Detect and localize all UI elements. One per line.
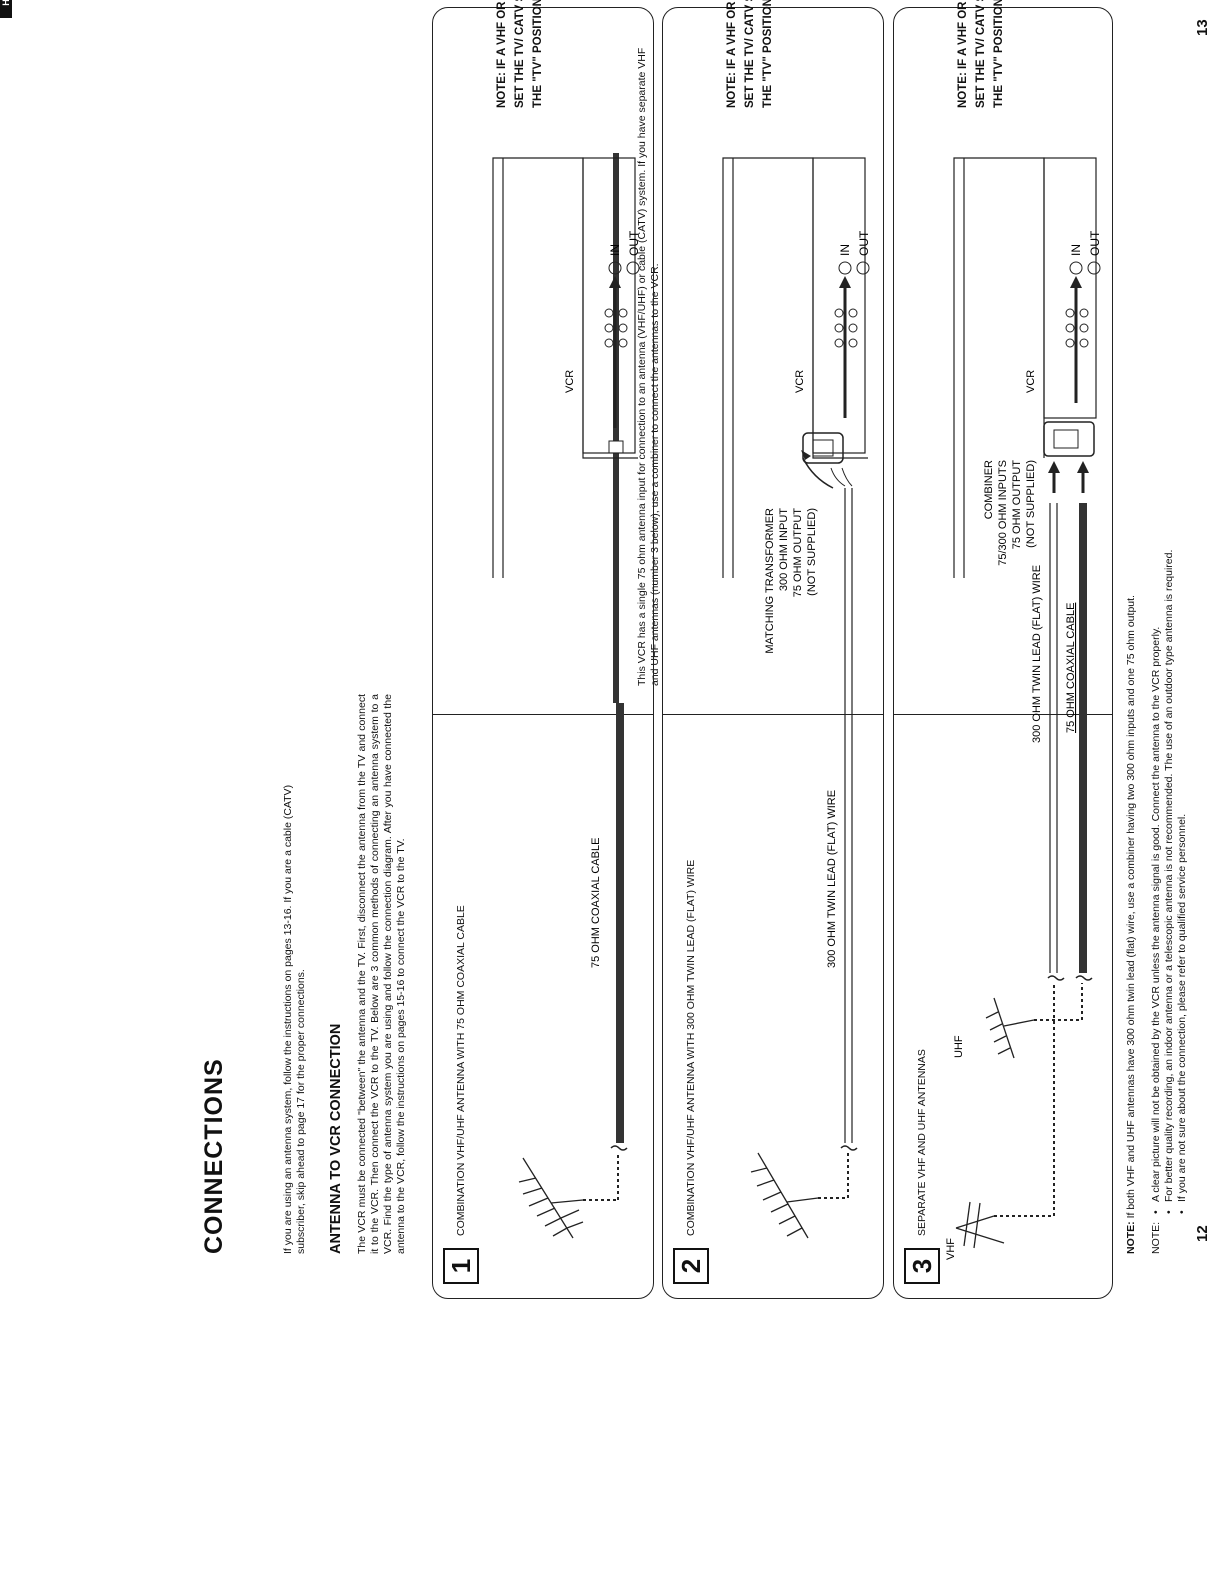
panel-note: NOTE: IF A VHF OR UHF ANTENNA IS USED, S… <box>726 0 774 108</box>
antenna-heading: ANTENNA TO VCR CONNECTION <box>328 1023 344 1254</box>
antenna-paragraph: The VCR must be connected "between" the … <box>356 694 407 1254</box>
twin-lead-wire <box>1049 503 1058 973</box>
combiner-note: NOTE: If both VHF and UHF antennas have … <box>1124 534 1138 1254</box>
uhf-label: UHF <box>953 1035 965 1058</box>
vcr-out-label: OUT <box>627 230 641 256</box>
panel-1: 1 COMBINATION VHF/UHF ANTENNA WITH 75 OH… <box>432 0 654 1299</box>
vcr-label: VCR <box>1025 370 1037 393</box>
svg-text:MATCHING TRANSFORMER: MATCHING TRANSFORMER <box>764 508 776 654</box>
note-item: For better quality recording, an indoor … <box>1163 534 1176 1214</box>
out-jack <box>1087 261 1101 275</box>
in-jack <box>838 261 852 275</box>
coaxial-cable <box>1079 503 1087 973</box>
cable-bracket <box>610 1145 628 1151</box>
notes-list: A clear picture will not be obtained by … <box>1150 534 1189 1254</box>
svg-text:75 OHM OUTPUT: 75 OHM OUTPUT <box>792 508 804 598</box>
vcr-in-label: IN <box>608 244 622 256</box>
svg-text:75/300 OHM INPUTS: 75/300 OHM INPUTS <box>997 460 1009 566</box>
vcr-out-label: OUT <box>1088 230 1102 256</box>
antenna-icon <box>518 1157 584 1239</box>
svg-text:(NOT SUPPLIED): (NOT SUPPLIED) <box>1025 460 1037 548</box>
vcr-jacks <box>604 261 640 348</box>
in-jack <box>608 261 622 275</box>
combiner-note-text: If both VHF and UHF antennas have 300 oh… <box>1125 595 1137 1219</box>
page-title: CONNECTIONS <box>200 1058 228 1254</box>
antenna-diagram-2: IN OUT VCR 300 OHM TWIN LEAD (FLAT) WIRE… <box>722 157 871 1239</box>
panel-2: 2 COMBINATION VHF/UHF ANTENNA WITH 300 O… <box>662 0 884 1299</box>
panel-note: NOTE: IF A VHF OR UHF ANTENNA IS USED, S… <box>496 0 544 108</box>
vcr-outline <box>953 157 1097 578</box>
general-notes: NOTE: A clear picture will not be obtain… <box>1150 534 1189 1254</box>
cable-label: 75 OHM COAXIAL CABLE <box>590 838 602 968</box>
antenna-diagram-3: VHF UHF 300 OHM TWIN LEAD (FLAT) WIRE 75… <box>945 157 1102 1260</box>
cable-label-coax: 75 OHM COAXIAL CABLE <box>1065 603 1077 733</box>
combiner-label: COMBINER 75/300 OHM INPUTS 75 OHM OUTPUT… <box>983 460 1037 566</box>
vcr-outline <box>722 157 868 578</box>
antenna-diagram-1: IN OUT VCR 75 OHM COAXIAL CABLE <box>492 153 641 1239</box>
note-item: If you are not sure about the connection… <box>1176 534 1189 1214</box>
panel-3: 3 SEPARATE VHF AND UHF ANTENNAS VHF UHF <box>893 0 1113 1299</box>
cable-bracket <box>840 1145 858 1151</box>
svg-text:300 OHM INPUT: 300 OHM INPUT <box>778 508 790 591</box>
out-jack <box>626 261 640 275</box>
vcr-jacks <box>1065 261 1101 348</box>
vhf-label: VHF <box>945 1238 957 1260</box>
vcr-label: VCR <box>564 370 576 393</box>
svg-text:(NOT SUPPLIED): (NOT SUPPLIED) <box>806 508 818 596</box>
combiner-note-label: NOTE: <box>1125 1221 1137 1254</box>
notes-label: NOTE: <box>1150 1221 1162 1254</box>
vcr-in-label: IN <box>1069 244 1083 256</box>
vhf-antenna-icon <box>955 1201 1005 1249</box>
uhf-antenna-icon <box>985 997 1035 1059</box>
cable-label: 300 OHM TWIN LEAD (FLAT) WIRE <box>826 790 838 968</box>
svg-text:COMBINER: COMBINER <box>983 460 995 519</box>
combiner <box>1043 421 1095 457</box>
antenna-icon <box>750 1152 819 1239</box>
note-item: A clear picture will not be obtained by … <box>1150 534 1163 1214</box>
vcr-out-label: OUT <box>857 230 871 256</box>
vcr-label: VCR <box>794 370 806 393</box>
page-number-left: 12 <box>1194 1225 1211 1242</box>
vcr-outline <box>492 157 638 578</box>
section-badge: HOOKUPS <box>0 0 12 18</box>
cable-bracket <box>1047 975 1065 981</box>
cable-label-twin: 300 OHM TWIN LEAD (FLAT) WIRE <box>1031 565 1043 743</box>
out-jack <box>856 261 870 275</box>
twin-lead-wire <box>844 488 853 1143</box>
panel-note: NOTE: IF A VHF OR UHF ANTENNA IS USED, S… <box>957 0 1005 108</box>
in-jack <box>1069 261 1083 275</box>
svg-text:75 OHM OUTPUT: 75 OHM OUTPUT <box>1011 460 1023 550</box>
transformer-label: MATCHING TRANSFORMER 300 OHM INPUT 75 OH… <box>764 508 818 654</box>
coaxial-cable <box>616 703 624 1143</box>
vcr-in-label: IN <box>838 244 852 256</box>
page-number-right: 13 <box>1194 19 1211 36</box>
vcr-jacks <box>834 261 870 348</box>
intro-text: If you are using an antenna system, foll… <box>282 784 307 1254</box>
